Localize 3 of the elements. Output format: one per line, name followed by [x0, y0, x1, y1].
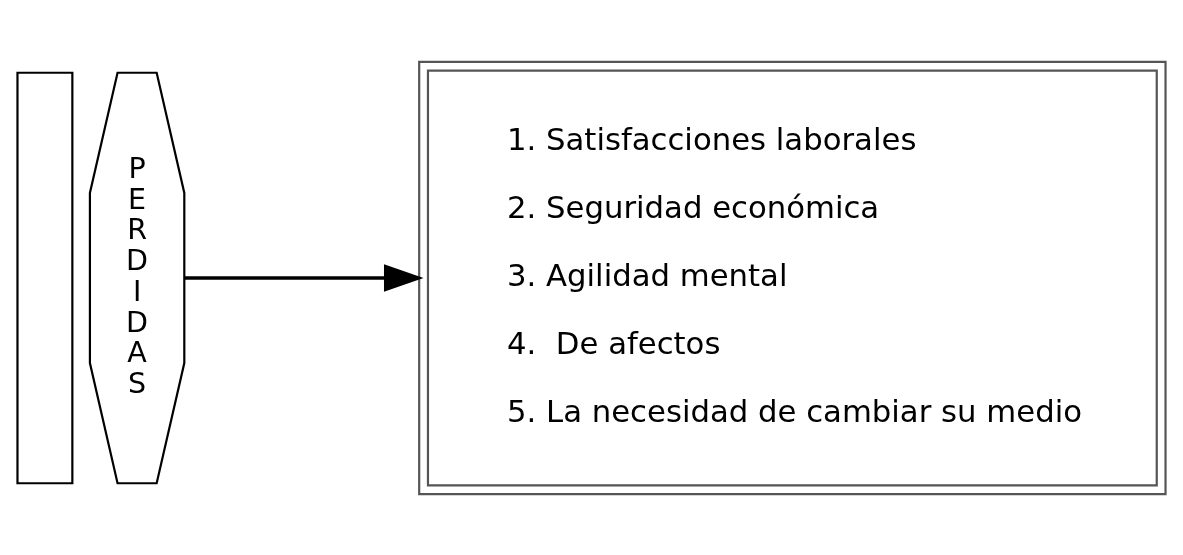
node-box: 1. Satisfacciones laborales 2. Seguridad económica 3. Agilidad mental 4. De afectos 5. La necesidad de cambiar su medio	[418, 60, 1167, 495]
arrow	[184, 263, 424, 292]
node-box	[16, 71, 74, 484]
